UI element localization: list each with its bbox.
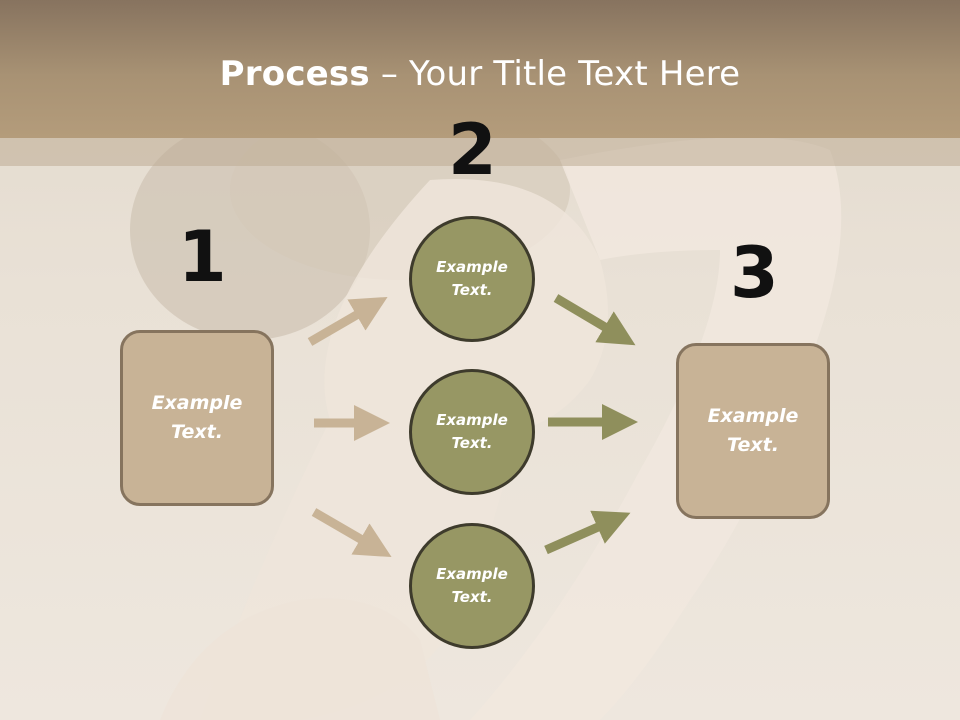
title-strip xyxy=(0,138,960,166)
right-box[interactable]: Example Text. xyxy=(676,343,830,519)
circle-bottom[interactable]: Example Text. xyxy=(409,523,535,649)
title-bold: Process xyxy=(219,54,370,94)
arrow-left-down xyxy=(311,508,392,558)
circle-middle[interactable]: Example Text. xyxy=(409,369,535,495)
left-box[interactable]: Example Text. xyxy=(120,330,274,506)
title-rest: Your Title Text Here xyxy=(409,54,741,94)
title-bar xyxy=(0,0,960,138)
title-separator: – xyxy=(369,54,410,94)
step-number-3: 3 xyxy=(730,232,779,314)
circle-top[interactable]: Example Text. xyxy=(409,216,535,342)
circle-middle-text: Example Text. xyxy=(436,411,508,452)
circle-bottom-text: Example Text. xyxy=(436,565,508,606)
step-number-2: 2 xyxy=(448,109,497,191)
arrow-right-up xyxy=(553,294,636,346)
slide-title[interactable]: Process – Your Title Text Here xyxy=(0,52,960,96)
step-number-1: 1 xyxy=(178,216,227,298)
left-box-text: Example Text. xyxy=(151,392,243,443)
right-box-text: Example Text. xyxy=(707,405,799,456)
arrow-right-down xyxy=(544,510,631,555)
circle-top-text: Example Text. xyxy=(436,258,508,299)
arrow-left-up xyxy=(307,296,388,346)
